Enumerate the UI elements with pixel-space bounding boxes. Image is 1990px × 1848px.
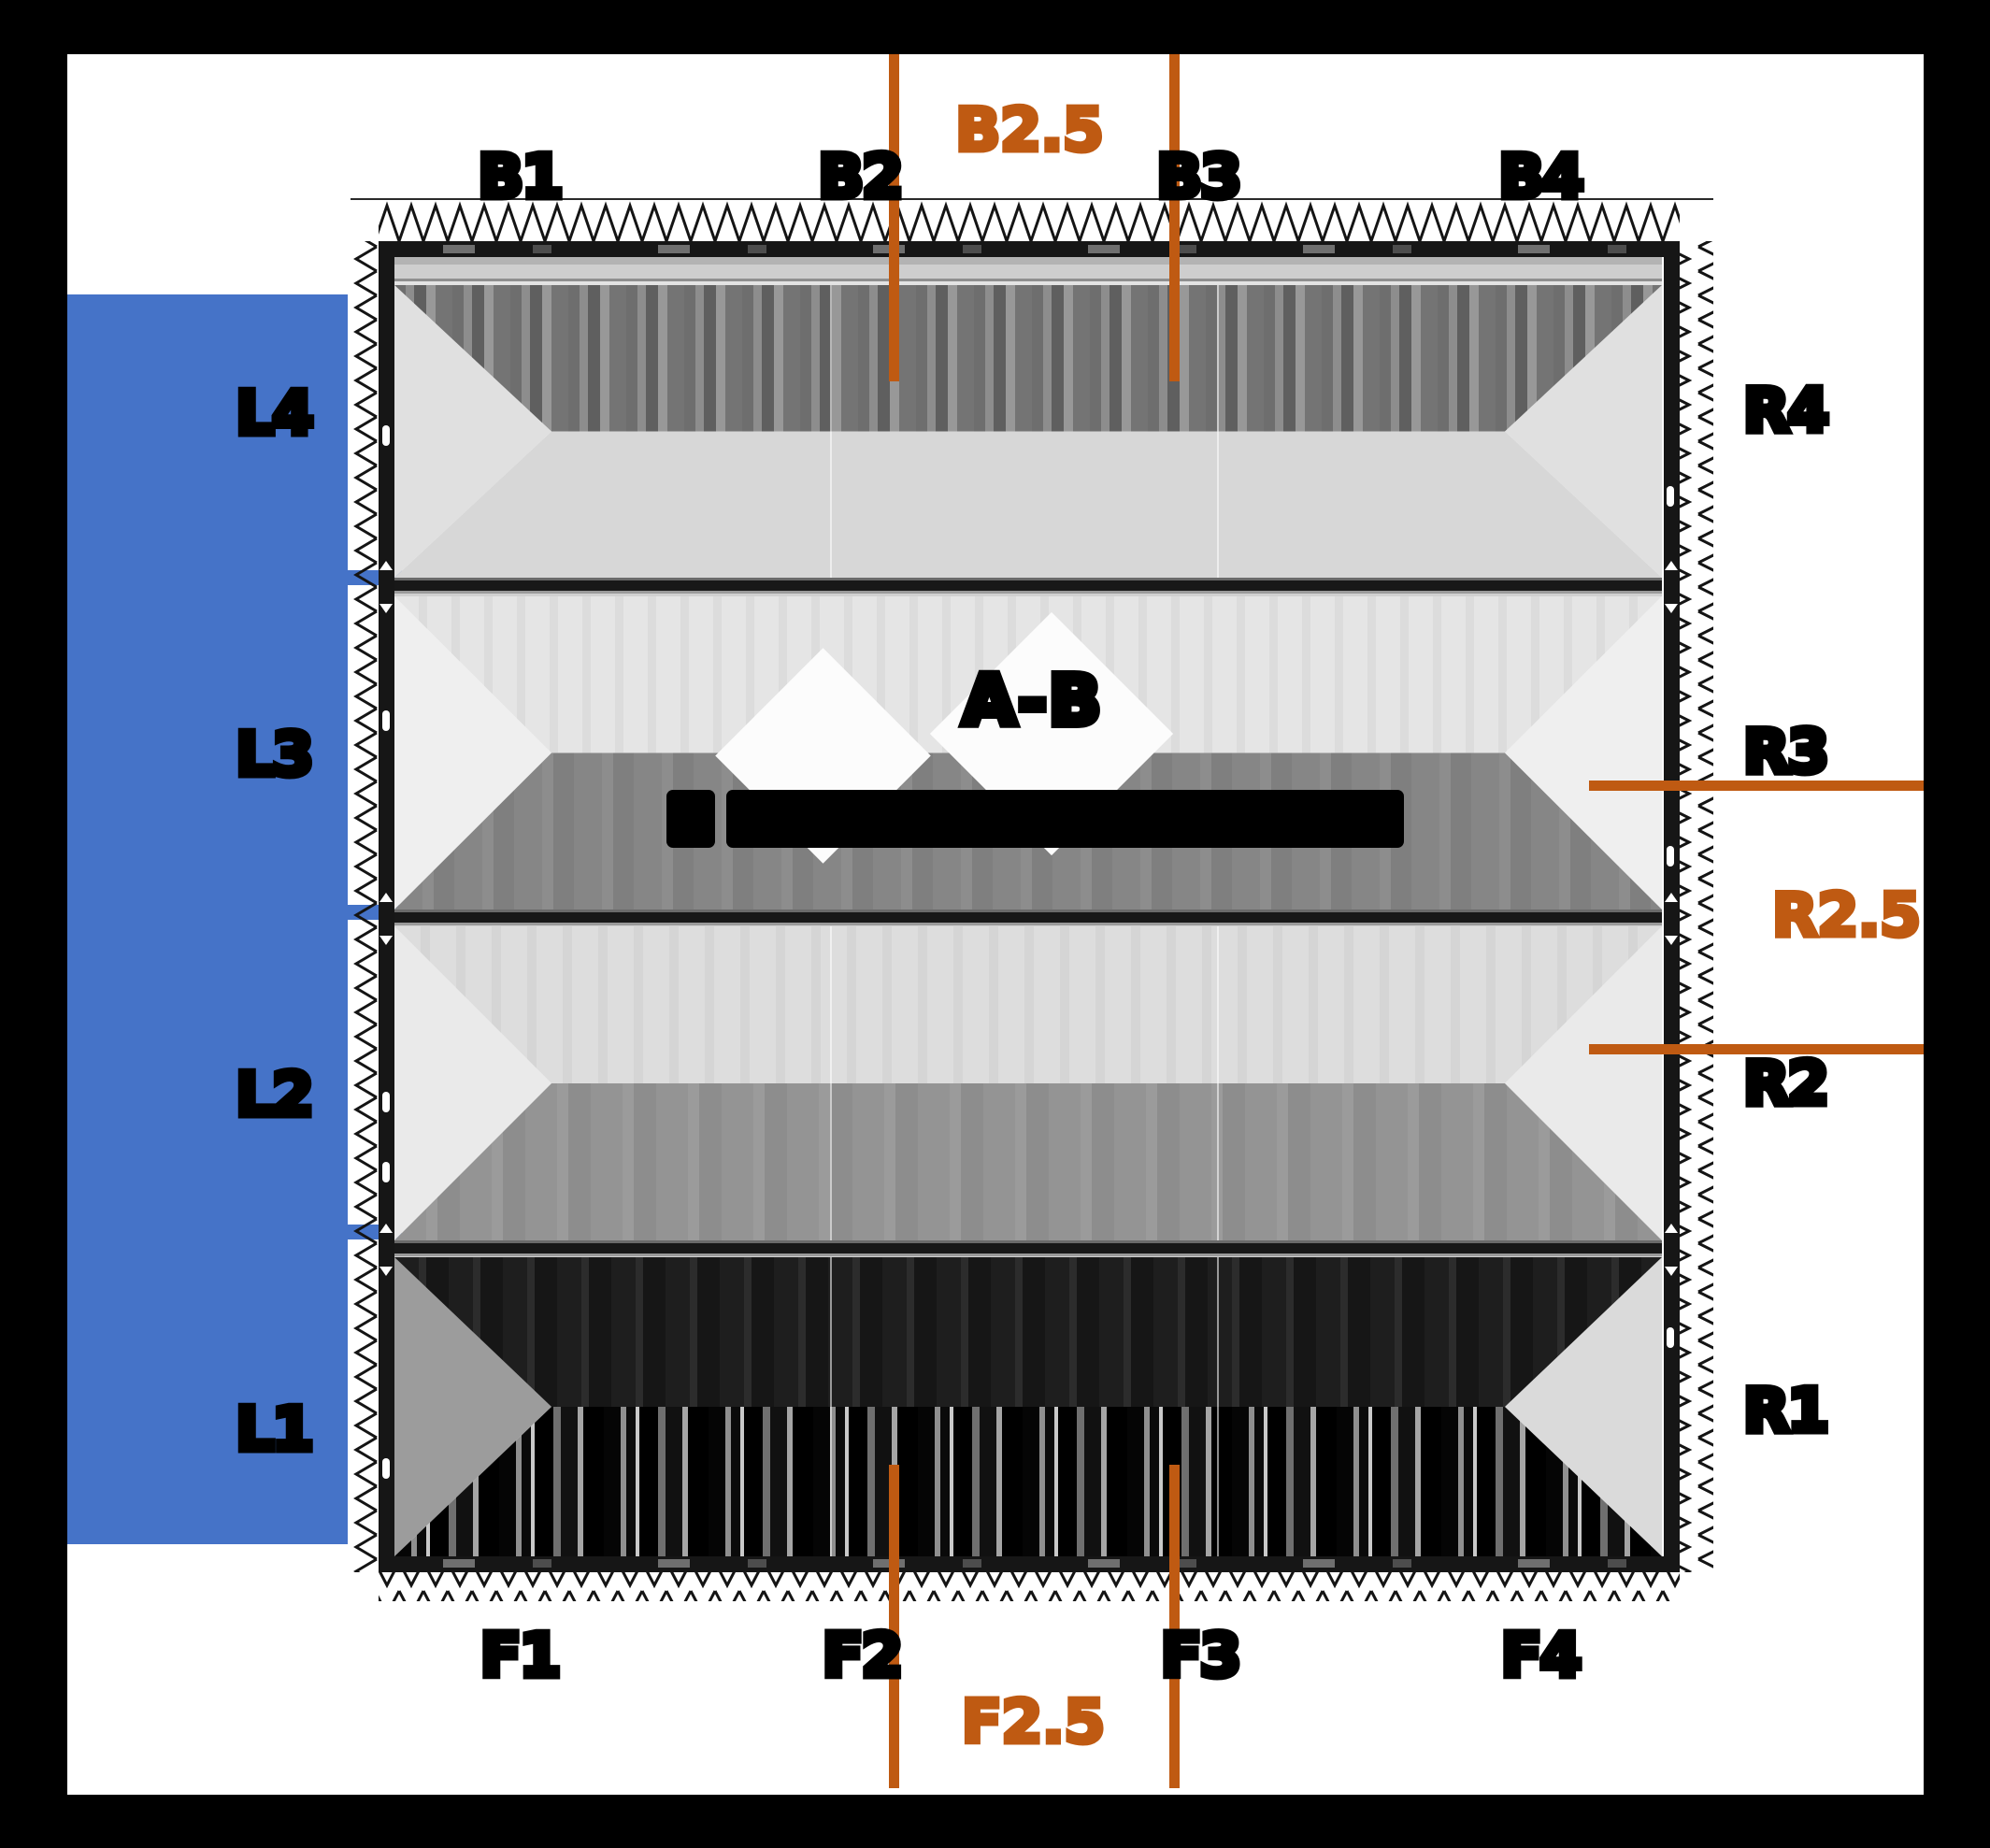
grid-label-f2: F2 <box>819 1619 906 1695</box>
wall-arrow-icon <box>1665 1224 1678 1233</box>
grid-label-r2: R2 <box>1740 1047 1833 1123</box>
section-line-r25-lower[interactable] <box>1589 1044 1924 1054</box>
eave-fascia-band <box>394 257 1662 285</box>
roof-section-d <box>394 1257 1662 1556</box>
wall-tick <box>1667 486 1674 507</box>
wall-tick <box>1667 1327 1674 1348</box>
wall-tick <box>382 710 390 731</box>
wall-arrow-icon <box>379 893 393 902</box>
panel-seam <box>1217 1257 1219 1556</box>
wall-arrow-icon <box>1665 1267 1678 1276</box>
panel-seam <box>830 285 832 578</box>
wall-arrow-icon <box>1665 561 1678 570</box>
grid-label-r1: R1 <box>1740 1374 1833 1450</box>
grid-label-l4: L4 <box>233 377 317 452</box>
roof-span-label: A-B <box>959 657 1105 745</box>
grid-label-f3: F3 <box>1157 1619 1244 1695</box>
ridge-line-3 <box>394 1240 1662 1259</box>
section-label-b25[interactable]: B2.5 <box>952 94 1106 168</box>
section-label-f25[interactable]: F2.5 <box>959 1686 1108 1760</box>
wall-tick <box>382 1458 390 1479</box>
panel-seam <box>830 926 832 1240</box>
panel-seam <box>1217 926 1219 1240</box>
wall-arrow-icon <box>379 936 393 945</box>
grid-label-l1: L1 <box>233 1393 317 1468</box>
wall-tick <box>1667 846 1674 867</box>
wall-arrow-icon <box>379 561 393 570</box>
grid-label-r3: R3 <box>1740 715 1833 791</box>
grid-label-b1: B1 <box>475 140 566 216</box>
wall-arrow-icon <box>379 604 393 613</box>
ridge-line-1 <box>394 578 1662 596</box>
roof-section-a <box>394 285 1662 578</box>
insulation-hatch-frame <box>351 198 1713 1601</box>
wall-arrow-icon <box>1665 893 1678 902</box>
selected-wall-highlight[interactable] <box>67 294 348 1544</box>
section-line-f25-right[interactable] <box>1169 1465 1180 1788</box>
grid-label-l2: L2 <box>233 1058 317 1134</box>
ridge-line-2 <box>394 910 1662 928</box>
roof-section-c <box>394 926 1662 1240</box>
dimension-bar <box>666 790 715 848</box>
wall-arrow-icon <box>1665 936 1678 945</box>
panel-seam <box>830 1257 832 1556</box>
panel-seam <box>1217 285 1219 578</box>
wall-arrow-icon <box>1665 604 1678 613</box>
section-line-b25-right[interactable] <box>1169 54 1180 381</box>
bottom-wall-texture <box>394 1559 1662 1568</box>
section-label-r25[interactable]: R2.5 <box>1769 880 1924 953</box>
grid-label-b2: B2 <box>815 140 907 216</box>
wall-tick <box>382 1162 390 1182</box>
dimension-bar <box>726 790 1404 848</box>
wall-tick <box>382 425 390 446</box>
grid-label-l3: L3 <box>233 718 317 794</box>
section-line-b25-left[interactable] <box>889 54 899 381</box>
grid-label-b4: B4 <box>1496 140 1587 216</box>
grid-label-b3: B3 <box>1153 140 1245 216</box>
section-line-f25-left[interactable] <box>889 1465 899 1788</box>
wall-arrow-icon <box>379 1267 393 1276</box>
top-wall-texture <box>394 245 1662 253</box>
grid-label-f4: F4 <box>1497 1619 1584 1695</box>
grid-label-f1: F1 <box>477 1619 564 1695</box>
section-line-r25-upper[interactable] <box>1589 781 1924 791</box>
grid-label-r4: R4 <box>1740 374 1833 450</box>
wall-tick <box>382 1092 390 1112</box>
wall-arrow-icon <box>379 1224 393 1233</box>
